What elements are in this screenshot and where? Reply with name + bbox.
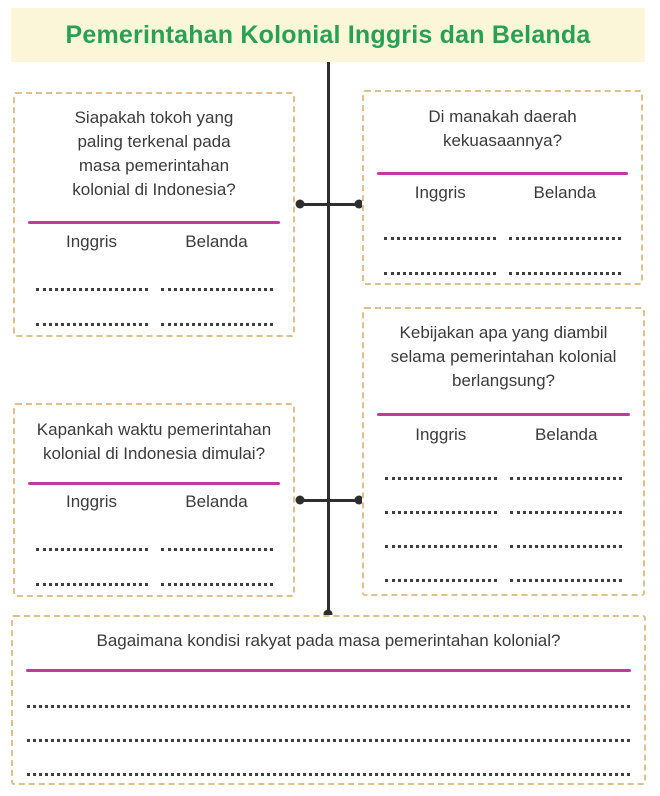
column-label-belanda: Belanda [185, 492, 248, 511]
column-label-belanda: Belanda [535, 425, 598, 444]
answer-blank-row [15, 321, 293, 326]
answer-blank-row [15, 286, 293, 291]
column-label-inggris: Inggris [415, 425, 467, 444]
question-text: Di manakah daerah kekuasaannya? [428, 107, 577, 150]
question-text: Kebijakan apa yang diambil selama pemeri… [390, 323, 617, 390]
question-box-waktu: Kapankah waktu pemerintahan kolonial di … [13, 403, 295, 597]
answer-blank-row [15, 581, 293, 586]
answer-blank [35, 286, 148, 291]
answer-blank [384, 577, 497, 582]
connector-dot [295, 199, 305, 209]
answer-blank [508, 235, 621, 240]
divider-line [377, 413, 630, 416]
answer-area [15, 286, 293, 326]
answer-blank [160, 546, 273, 551]
connector-dot [354, 199, 364, 209]
column-label-inggris: Inggris [414, 183, 466, 202]
answer-blank-row [364, 509, 643, 514]
connector-dot [354, 495, 364, 505]
column-headers: Inggris Belanda [364, 425, 643, 445]
answer-blank-row [364, 577, 643, 582]
title-banner: Pemerintahan Kolonial Inggris dan Beland… [11, 8, 645, 62]
column-label-belanda: Belanda [185, 232, 248, 251]
answer-blank [35, 546, 148, 551]
answer-blank [384, 475, 497, 480]
answer-blank [384, 270, 497, 275]
question-text: Bagaimana kondisi rakyat pada masa pemer… [96, 631, 561, 650]
column-label-belanda: Belanda [533, 183, 596, 202]
answer-blank [160, 286, 273, 291]
answer-blank-row [364, 543, 643, 548]
answer-blank [384, 235, 497, 240]
answer-area [364, 475, 643, 582]
question-text: Kapankah waktu pemerintahan kolonial di … [36, 420, 272, 463]
column-headers: Inggris Belanda [15, 232, 293, 252]
connector-dot [295, 495, 305, 505]
answer-blank-row [364, 475, 643, 480]
answer-blank [508, 270, 621, 275]
divider-line [28, 221, 280, 224]
answer-area [13, 703, 644, 776]
question-text: Siapakah tokoh yang paling terkenal pada… [72, 108, 236, 199]
answer-blank [510, 543, 623, 548]
column-headers: Inggris Belanda [364, 183, 641, 203]
answer-blank [510, 577, 623, 582]
answer-area [364, 235, 641, 275]
answer-blank [27, 771, 630, 776]
answer-blank [160, 581, 273, 586]
answer-blank-row [15, 546, 293, 551]
answer-blank-row [364, 235, 641, 240]
answer-blank [510, 509, 623, 514]
question-box-kebijakan: Kebijakan apa yang diambil selama pemeri… [362, 307, 645, 596]
answer-blank [384, 543, 497, 548]
connector-dot [323, 609, 333, 619]
divider-line [377, 172, 628, 175]
question-box-daerah: Di manakah daerah kekuasaannya? Inggris … [362, 90, 643, 285]
answer-blank [27, 703, 630, 708]
column-label-inggris: Inggris [65, 232, 118, 251]
answer-blank [384, 509, 497, 514]
connector-line-bottom [299, 499, 360, 502]
answer-blank-row [364, 270, 641, 275]
page-title: Pemerintahan Kolonial Inggris dan Beland… [65, 20, 591, 49]
connector-line-top [299, 203, 360, 206]
answer-blank [27, 737, 630, 742]
question-box-kondisi: Bagaimana kondisi rakyat pada masa pemer… [11, 615, 646, 785]
answer-area [15, 546, 293, 586]
divider-line [26, 669, 631, 672]
answer-blank [35, 581, 148, 586]
answer-blank [510, 475, 623, 480]
column-headers: Inggris Belanda [15, 492, 293, 512]
answer-blank [35, 321, 148, 326]
divider-line [28, 482, 280, 485]
answer-blank [160, 321, 273, 326]
central-vertical-line [327, 62, 330, 614]
column-label-inggris: Inggris [65, 492, 118, 511]
question-box-tokoh: Siapakah tokoh yang paling terkenal pada… [13, 92, 295, 337]
